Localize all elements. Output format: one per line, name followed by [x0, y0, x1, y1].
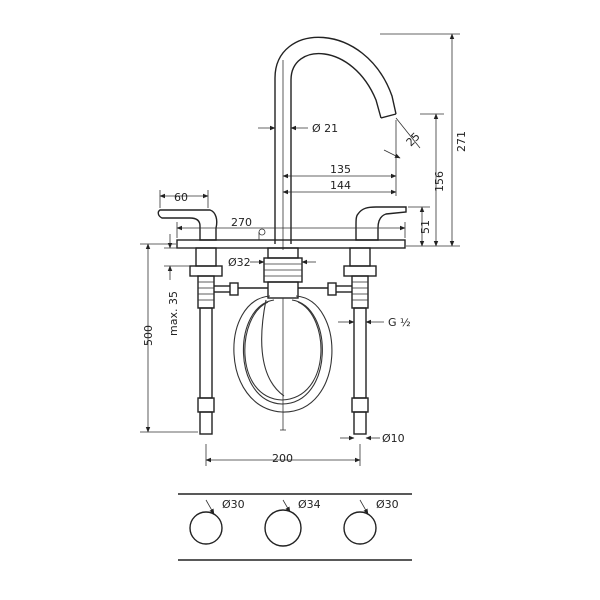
left-valve	[189, 247, 239, 435]
label-135: 135	[330, 163, 351, 176]
label-156: 156	[433, 171, 446, 192]
label-hole-left: Ø30	[222, 498, 245, 511]
label-200: 200	[272, 452, 293, 465]
flex-hoses	[233, 295, 333, 413]
dimension-lines	[140, 33, 460, 466]
label-thread: G ½	[388, 316, 411, 329]
centre-connector	[238, 247, 328, 431]
label-271: 271	[455, 131, 468, 152]
dimension-labels: 60 270 Ø 21 135 144 25 271 156 51 Ø32 50…	[142, 122, 468, 511]
label-270: 270	[231, 216, 252, 229]
right-valve	[327, 247, 377, 435]
label-60: 60	[174, 191, 188, 204]
hole-right	[343, 511, 377, 545]
spout	[274, 36, 397, 250]
label-500: 500	[142, 325, 155, 346]
hole-left	[189, 511, 223, 545]
label-51: 51	[419, 220, 432, 234]
label-hole-centre: Ø34	[298, 498, 321, 511]
label-hole-right: Ø30	[376, 498, 399, 511]
label-max-35: max. 35	[167, 291, 180, 336]
hole-plan	[178, 493, 412, 561]
label-angle-25: 25	[404, 130, 423, 149]
left-handle	[157, 209, 218, 241]
label-dia-32: Ø32	[228, 256, 251, 269]
hole-centre	[264, 509, 302, 547]
right-handle	[355, 206, 407, 241]
label-dia-10: Ø10	[382, 432, 405, 445]
label-144: 144	[330, 179, 351, 192]
label-dia-21: Ø 21	[312, 122, 338, 135]
